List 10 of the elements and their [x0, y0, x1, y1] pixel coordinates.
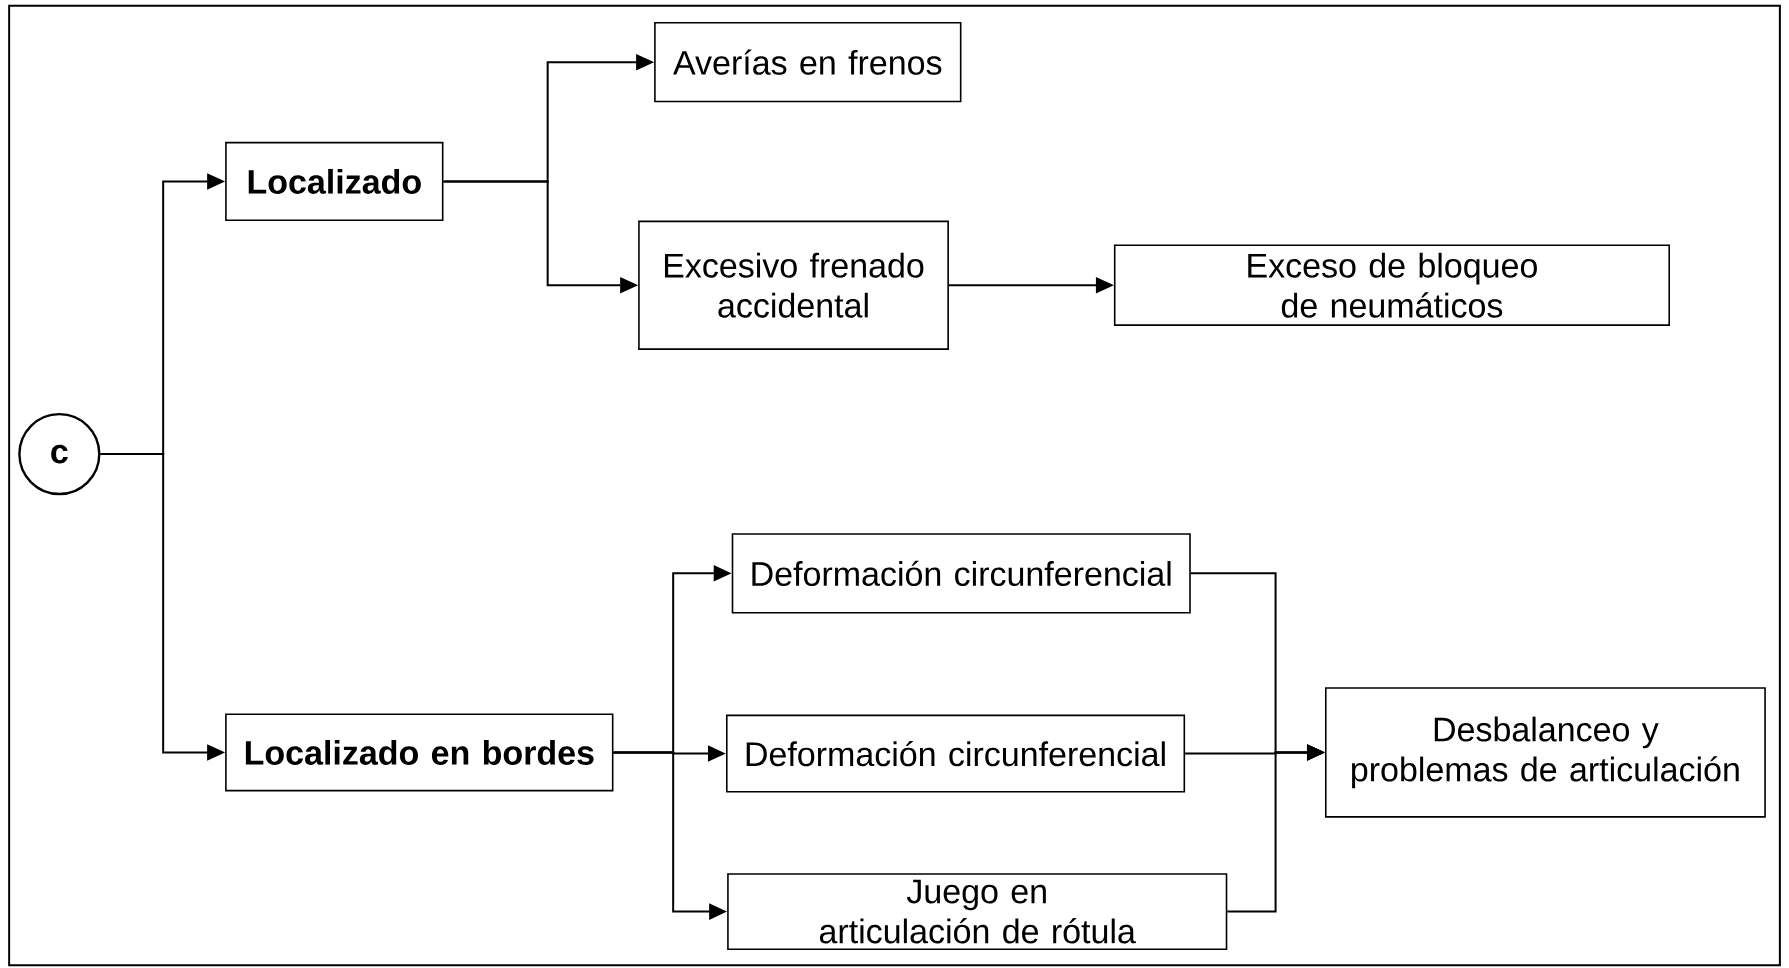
process-box: Excesivo frenado accidental	[638, 220, 949, 351]
circle-node: c	[18, 413, 101, 496]
process-box: Exceso de bloqueo de neumáticos	[1113, 244, 1670, 327]
process-box: Localizado	[225, 142, 444, 222]
process-box: Localizado en bordes	[225, 713, 614, 792]
process-box: Deformación circunferencial	[731, 533, 1191, 614]
process-box: Desbalanceo y problemas de articulación	[1325, 687, 1766, 818]
process-box: Averías en frenos	[654, 22, 962, 103]
process-box: Juego en articulación de rótula	[727, 873, 1228, 951]
process-box: Deformación circunferencial	[726, 714, 1186, 793]
